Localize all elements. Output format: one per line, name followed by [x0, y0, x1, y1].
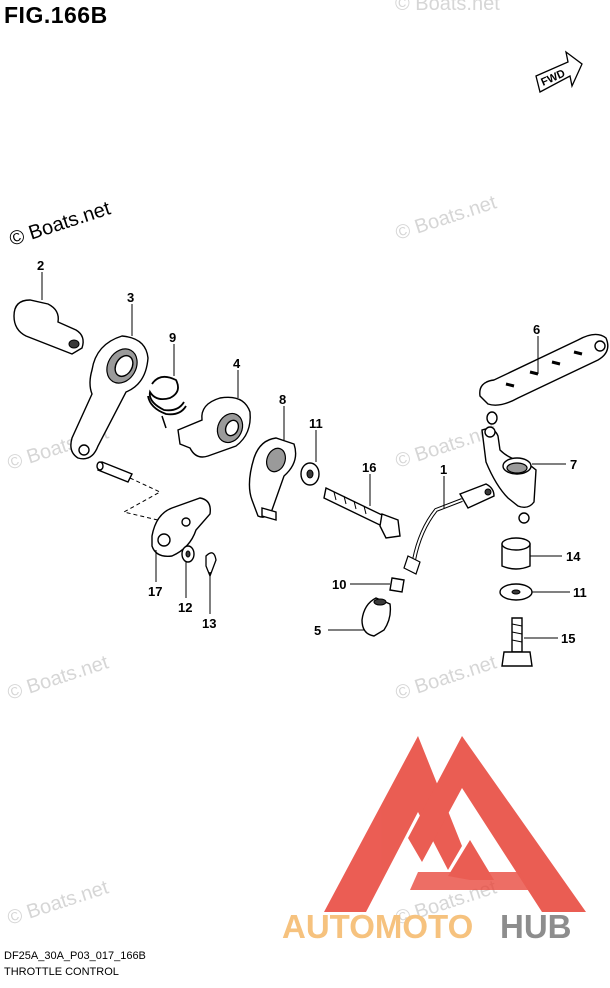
callout-17: 13 [202, 616, 216, 631]
part-4-cam [177, 396, 251, 458]
watermark: © Boats.net [395, 0, 500, 15]
callout-14: 16 [362, 460, 376, 475]
part-16-washer [181, 545, 195, 563]
part-11-washer-lower [499, 583, 533, 601]
callout-6: 6 [533, 322, 540, 337]
automotohub-logo [324, 736, 586, 912]
callout-11-lower: 11 [573, 585, 587, 600]
part-2-bushing [13, 299, 84, 355]
part-3-throttle-lever [70, 335, 149, 460]
part-5-socket [361, 597, 392, 637]
assembly-line [122, 477, 167, 523]
watermark: © Boats.net [393, 191, 500, 244]
watermark: © Boats.net [5, 651, 112, 704]
callout-7: 7 [570, 457, 577, 472]
part-12-collar [501, 537, 531, 570]
part-6-control-arm [479, 333, 609, 425]
callout-4: 4 [233, 356, 241, 371]
copyright-notice: © Boats.net [7, 197, 114, 250]
callout-12: 14 [566, 549, 581, 564]
callout-8: 8 [279, 392, 286, 407]
callout-10: 10 [332, 577, 346, 592]
callout-16: 12 [178, 600, 192, 615]
callout-3: 3 [127, 290, 134, 305]
callout-2: 2 [37, 258, 44, 273]
callout-labels: 2 3 9 4 8 11 16 1 6 7 14 11 15 10 5 17 1… [37, 258, 587, 646]
part-17-clip [205, 552, 217, 578]
diagram-code: DF25A_30A_P03_017_166B [4, 950, 146, 962]
part-9-spring [147, 375, 187, 429]
callout-13: 15 [561, 631, 575, 646]
lever-pin [96, 461, 133, 483]
diagram-caption: THROTTLE CONTROL [4, 966, 119, 978]
part-13-bolt [501, 617, 533, 667]
callout-11-upper: 11 [309, 416, 323, 431]
part-1-throttle-rod [403, 483, 495, 575]
logo-text-automoto: AUTOMOTO [282, 908, 473, 945]
callout-1: 1 [440, 462, 447, 477]
part-11-washer-upper [300, 462, 320, 486]
callout-9: 9 [169, 330, 176, 345]
figure-title: FIG.166B [4, 2, 108, 28]
leader-lines [41, 272, 570, 639]
part-7-bracket [481, 426, 537, 524]
fwd-arrow-tag: FWD [535, 50, 583, 93]
callout-5: 5 [314, 623, 321, 638]
part-8-link-lever [248, 437, 297, 521]
part-15-rod-lever [151, 497, 211, 557]
watermark: © Boats.net [5, 876, 112, 929]
part-14-bolt [323, 486, 401, 539]
part-10-nut [389, 577, 405, 593]
watermark: © Boats.net [393, 651, 500, 704]
callout-15: 17 [148, 584, 162, 599]
logo-text-hub: HUB [500, 908, 572, 945]
